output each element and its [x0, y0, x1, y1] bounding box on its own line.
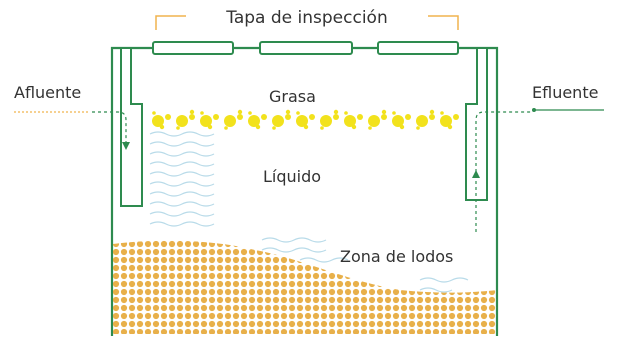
outlet-arrow-icon	[472, 170, 480, 178]
grease-bubble	[248, 111, 252, 115]
grease-bubble	[176, 126, 180, 130]
inlet-baffle	[120, 47, 143, 207]
grease-bubble	[416, 126, 420, 130]
grease-bubble	[237, 114, 243, 120]
grease-bubble	[351, 124, 357, 130]
grease-bubble	[392, 111, 396, 115]
inspection-lid-label: Tapa de inspección	[225, 8, 387, 28]
grease-bubble	[272, 115, 284, 127]
grease-bubble	[165, 114, 171, 120]
water-waves	[149, 131, 469, 293]
grease-bubble	[333, 114, 339, 120]
grease-bubble	[200, 115, 212, 127]
grease-bubble	[320, 126, 324, 130]
lid-panel-2	[259, 41, 353, 55]
grease-bubble	[296, 115, 308, 127]
grease-bubble	[416, 115, 428, 127]
grease-bubble	[224, 115, 236, 127]
grease-bubble	[368, 115, 380, 127]
grease-bubble	[392, 115, 404, 127]
inspection-lids	[152, 41, 459, 55]
grease-bubble	[447, 124, 453, 130]
grease-bubble	[381, 114, 387, 120]
grease-bubble	[285, 109, 291, 115]
grease-bubble	[368, 126, 372, 130]
grease-bubble	[344, 111, 348, 115]
outlet-dot-icon	[532, 108, 536, 112]
tank-walls	[110, 46, 499, 336]
sludge-zone	[113, 240, 497, 334]
outlet-label: Efluente	[532, 83, 598, 102]
grease-bubble	[152, 111, 156, 115]
grease-bubble	[159, 124, 165, 130]
grease-bubble	[248, 115, 260, 127]
grease-bubble	[405, 114, 411, 120]
liquid-label: Líquido	[263, 167, 321, 186]
inlet-label: Afluente	[14, 83, 81, 102]
grease-bubble	[261, 114, 267, 120]
inlet-flow-path	[92, 111, 127, 146]
lid-bracket	[155, 15, 459, 30]
grease-bubble	[399, 124, 405, 130]
grease-label: Grasa	[269, 87, 316, 106]
grease-bubble	[224, 126, 228, 130]
grease-bubble	[152, 115, 164, 127]
grease-bubble	[333, 109, 339, 115]
grease-bubble	[309, 114, 315, 120]
grease-bubble	[381, 109, 387, 115]
grease-bubble	[200, 111, 204, 115]
grease-bubble	[255, 124, 261, 130]
grease-layer	[152, 109, 459, 130]
grease-bubble	[344, 115, 356, 127]
grease-bubble	[237, 109, 243, 115]
grease-bubble	[189, 109, 195, 115]
grease-bubble	[189, 114, 195, 120]
grease-bubble	[429, 109, 435, 115]
grease-bubble	[213, 114, 219, 120]
grease-bubble	[207, 124, 213, 130]
lid-panel-3	[377, 41, 459, 55]
grease-bubble	[320, 115, 332, 127]
grease-bubble	[357, 114, 363, 120]
grease-bubble	[453, 114, 459, 120]
sludge-zone-label: Zona de lodos	[340, 247, 453, 266]
grease-bubble	[296, 111, 300, 115]
grease-bubble	[429, 114, 435, 120]
grease-bubble	[176, 115, 188, 127]
grease-bubble	[303, 124, 309, 130]
grease-bubble	[285, 114, 291, 120]
grease-bubble	[440, 111, 444, 115]
inlet-arrow-icon	[122, 142, 130, 150]
grease-bubble	[272, 126, 276, 130]
grease-bubble	[440, 115, 452, 127]
lid-panel-1	[152, 41, 234, 55]
